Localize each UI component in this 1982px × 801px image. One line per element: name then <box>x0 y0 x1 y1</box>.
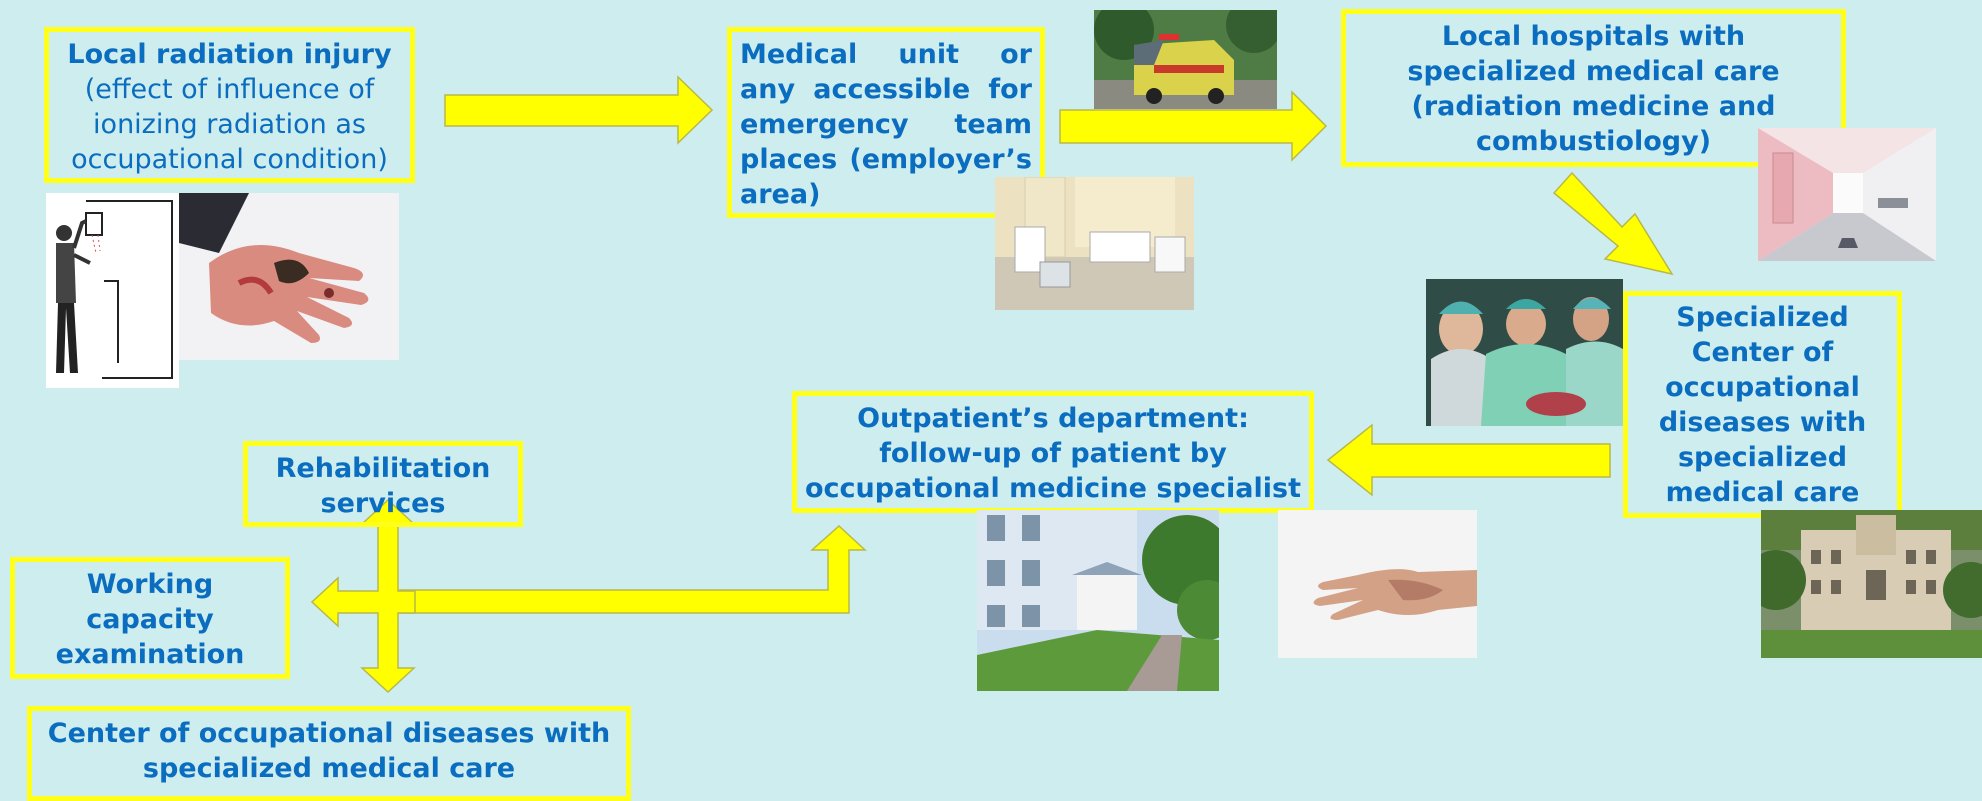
working-capacity-line: capacity <box>86 604 214 635</box>
outpatient-department-line: occupational medicine specialist <box>804 473 1302 504</box>
local-hospitals-line: combustiology) <box>1475 126 1712 157</box>
hospital-corridor-image <box>1758 128 1936 261</box>
rehabilitation-services-box: Rehabilitation services <box>243 441 523 527</box>
surgery-team-image <box>1426 279 1623 426</box>
outpatient-department-line: Outpatient’s department: <box>857 403 1249 434</box>
arrow-injury-to-medical-unit <box>444 75 714 145</box>
ambulance-image <box>1094 10 1277 109</box>
specialized-center-line: Specialized <box>1676 302 1849 333</box>
arrow-specialized-center-to-outpatient <box>1326 423 1611 497</box>
medical-room-image <box>995 177 1194 310</box>
outpatient-department-line: follow-up of patient by <box>879 438 1227 469</box>
arrow-rehab-hub-cross <box>310 498 416 694</box>
medical-unit-text: Medical unit or any accessible for emerg… <box>740 39 1032 210</box>
local-radiation-injury-detail-line: occupational condition) <box>71 144 388 175</box>
local-hospitals-line: (radiation medicine and <box>1411 91 1776 122</box>
burned-hand-image <box>179 193 399 360</box>
medical-unit-box: Medical unit or any accessible for emerg… <box>727 27 1045 218</box>
arrow-medical-unit-to-hospitals <box>1059 90 1328 162</box>
working-capacity-box: Working capacity examination <box>10 557 290 679</box>
center-occupational-diseases-line: specialized medical care <box>142 753 516 784</box>
local-radiation-injury-title: Local radiation injury <box>67 39 392 70</box>
local-hospitals-line: specialized medical care <box>1407 56 1780 87</box>
local-radiation-injury-box: Local radiation injury (effect of influe… <box>44 27 415 183</box>
specialized-center-box: Specialized Center of occupational disea… <box>1623 291 1902 518</box>
arrow-outpatient-to-rehab-hub <box>399 524 867 614</box>
specialized-center-line: occupational <box>1665 372 1860 403</box>
outpatient-department-box: Outpatient’s department: follow-up of pa… <box>792 391 1314 513</box>
working-capacity-line: examination <box>55 639 245 670</box>
rehabilitation-services-line: Rehabilitation <box>275 453 491 484</box>
working-capacity-line: Working <box>86 569 214 600</box>
specialized-center-line: specialized <box>1677 442 1848 473</box>
center-occupational-diseases-box: Center of occupational diseases with spe… <box>27 706 631 801</box>
local-radiation-injury-detail-line: ionizing radiation as <box>93 109 366 140</box>
outpatient-building-image <box>977 510 1219 691</box>
local-radiation-injury-detail-line: (effect of influence of <box>84 74 375 105</box>
specialized-center-line: medical care <box>1665 477 1860 508</box>
arrow-hospitals-to-specialized-center <box>1552 171 1674 276</box>
specialized-center-building-image <box>1761 510 1982 658</box>
local-hospitals-box: Local hospitals with specialized medical… <box>1341 9 1846 167</box>
worker-drawing-image <box>46 193 179 388</box>
local-hospitals-line: Local hospitals with <box>1441 21 1746 52</box>
rehabilitation-services-line: services <box>320 488 446 519</box>
specialized-center-line: diseases with <box>1658 407 1867 438</box>
specialized-center-line: Center of <box>1691 337 1834 368</box>
center-occupational-diseases-line: Center of occupational diseases with <box>47 718 611 749</box>
healed-hand-image <box>1278 510 1477 658</box>
